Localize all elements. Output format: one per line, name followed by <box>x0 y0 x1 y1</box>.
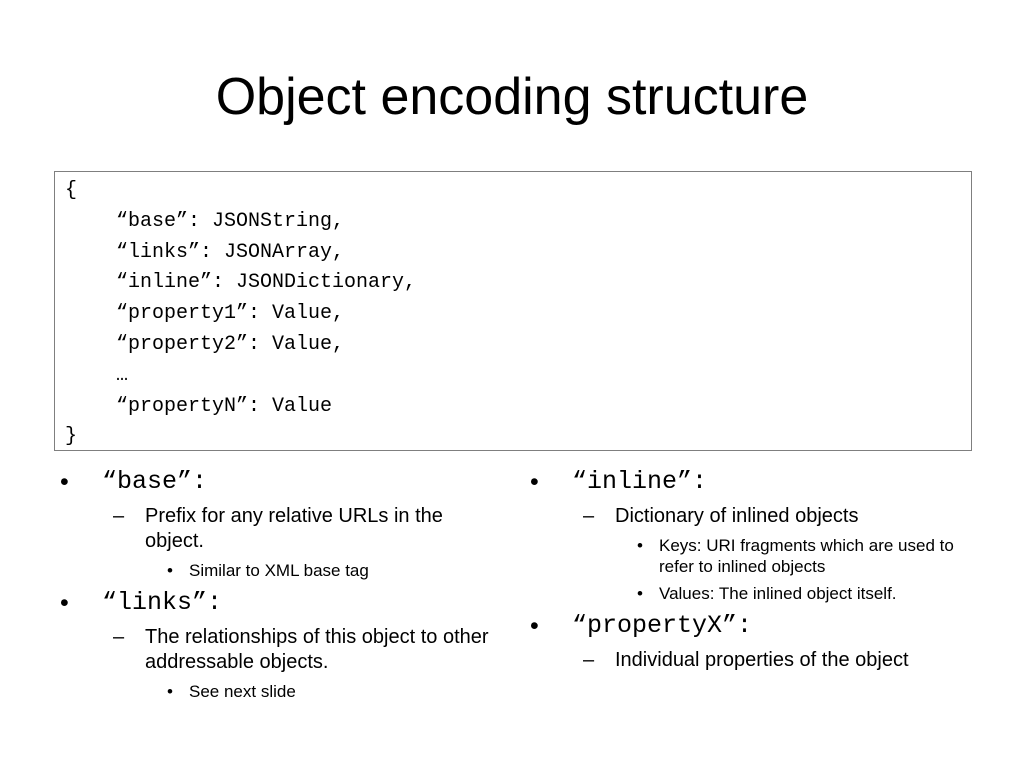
slide-title: Object encoding structure <box>215 68 809 126</box>
bullet-links-sub: • See next slide <box>60 681 500 702</box>
bullet-base: • “base”: <box>60 464 500 500</box>
bullet-base-desc: – Prefix for any relative URLs in the ob… <box>60 504 500 554</box>
bullet-inline-desc-text: Dictionary of inlined objects <box>615 505 859 527</box>
bullet-inline-sub-values: • Values: The inlined object itself. <box>530 583 980 604</box>
bullet-inline-sub-values-text: Values: The inlined object itself. <box>659 584 897 603</box>
bullet-icon: • <box>60 589 69 617</box>
bullet-inline-desc: – Dictionary of inlined objects <box>530 504 980 529</box>
bullet-base-desc-text: Prefix for any relative URLs in the obje… <box>145 505 443 552</box>
bullet-icon: • <box>637 536 643 555</box>
bullet-propertyx-desc-text: Individual properties of the object <box>615 649 909 671</box>
bullet-base-sub: • Similar to XML base tag <box>60 560 500 581</box>
right-bullet-column: • “inline”: – Dictionary of inlined obje… <box>530 462 980 673</box>
bullet-icon: • <box>167 682 173 701</box>
code-line: } <box>65 425 78 449</box>
bullet-links-desc: – The relationships of this object to ot… <box>60 625 500 675</box>
bullet-propertyx-key: “propertyX”: <box>572 611 753 640</box>
bullet-links: • “links”: <box>60 585 500 621</box>
bullet-links-key: “links”: <box>102 588 223 617</box>
bullet-inline-sub-keys-text: Keys: URI fragments which are used to re… <box>659 536 954 576</box>
bullet-icon: • <box>60 468 69 496</box>
code-line: “links”: JSONArray, <box>116 240 345 264</box>
bullet-inline-sub-keys: • Keys: URI fragments which are used to … <box>530 535 980 577</box>
dash-icon: – <box>113 626 125 648</box>
code-line: “inline”: JSONDictionary, <box>116 271 417 295</box>
code-line: “property1”: Value, <box>116 302 345 326</box>
code-line: “propertyN”: Value <box>116 394 333 418</box>
bullet-base-key: “base”: <box>102 467 208 496</box>
code-line: “base”: JSONString, <box>116 209 345 233</box>
bullet-icon: • <box>167 561 173 580</box>
bullet-icon: • <box>530 468 539 496</box>
bullet-propertyx: • “propertyX”: <box>530 608 980 644</box>
code-block: { “base”: JSONString, “links”: JSONArray… <box>54 171 972 451</box>
bullet-propertyx-desc: – Individual properties of the object <box>530 648 980 673</box>
bullet-links-desc-text: The relationships of this object to othe… <box>145 626 489 673</box>
code-line: “property2”: Value, <box>116 332 345 356</box>
bullet-icon: • <box>637 584 643 603</box>
bullet-icon: • <box>530 612 539 640</box>
dash-icon: – <box>583 505 595 527</box>
bullet-inline-key: “inline”: <box>572 467 708 496</box>
code-line: { <box>65 179 78 202</box>
code-line: … <box>116 363 129 387</box>
dash-icon: – <box>583 649 595 671</box>
bullet-inline: • “inline”: <box>530 464 980 500</box>
left-bullet-column: • “base”: – Prefix for any relative URLs… <box>60 462 500 706</box>
bullet-base-sub-text: Similar to XML base tag <box>189 561 369 580</box>
bullet-links-sub-text: See next slide <box>189 682 296 701</box>
dash-icon: – <box>113 505 125 527</box>
